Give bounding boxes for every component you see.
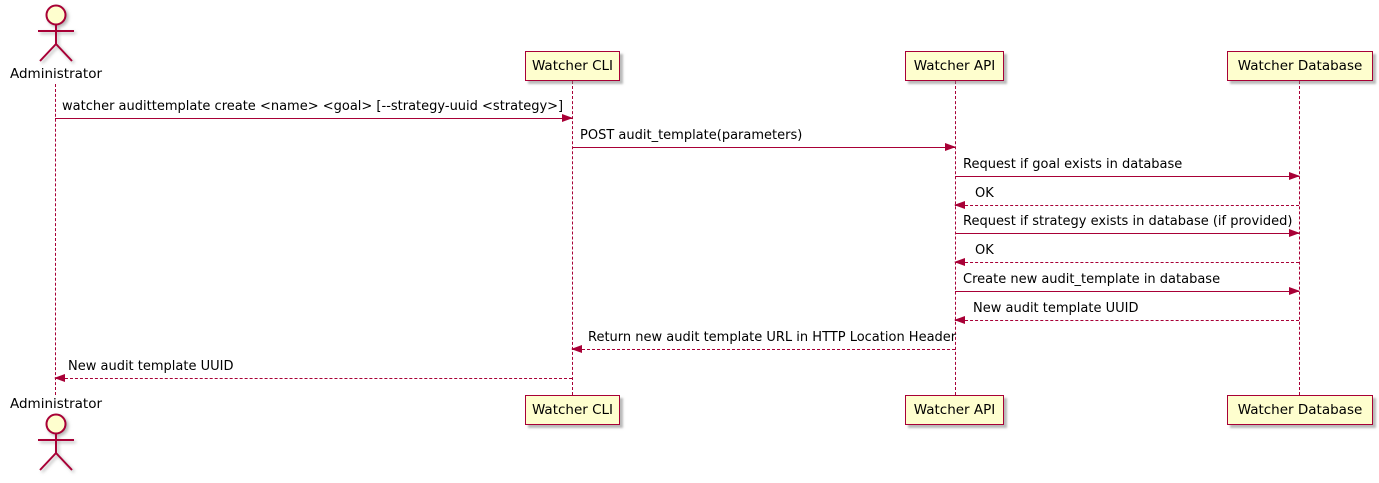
message-label: Create new audit_template in database <box>963 272 1221 287</box>
message-label: New audit template UUID <box>68 359 234 374</box>
arrowhead-right-icon <box>1289 287 1300 295</box>
arrowhead-right-icon <box>562 114 573 122</box>
actor-label-administrator-top: Administrator <box>9 66 103 82</box>
actor-label-administrator-bottom: Administrator <box>9 396 103 412</box>
arrowhead-left-icon <box>54 374 65 382</box>
arrowhead-right-icon <box>1289 172 1300 180</box>
message-7: Create new audit_template in database <box>955 272 1300 298</box>
lifeline-administrator <box>55 84 56 395</box>
message-line <box>955 176 1299 177</box>
participant-watcher-cli-bottom: Watcher CLI <box>525 395 620 425</box>
participant-watcher-cli-top: Watcher CLI <box>525 51 620 81</box>
message-2: POST audit_template(parameters) <box>572 128 956 154</box>
message-label: OK <box>975 243 994 258</box>
lifeline-watcher-database <box>1299 81 1300 395</box>
message-line <box>572 147 955 148</box>
message-6: OK <box>954 243 1299 269</box>
message-3: Request if goal exists in database <box>955 157 1300 183</box>
participant-watcher-api-bottom: Watcher API <box>905 395 1004 425</box>
message-4: OK <box>954 186 1299 212</box>
lifeline-watcher-api <box>955 81 956 395</box>
arrowhead-right-icon <box>1289 229 1300 237</box>
message-line <box>55 118 572 119</box>
arrowhead-right-icon <box>945 143 956 151</box>
message-line <box>55 378 572 379</box>
message-label: OK <box>975 186 994 201</box>
participant-watcher-api-top: Watcher API <box>905 51 1004 81</box>
message-label: New audit template UUID <box>973 301 1139 316</box>
participant-watcher-database-top: Watcher Database <box>1227 51 1373 81</box>
arrowhead-left-icon <box>571 345 582 353</box>
message-line <box>955 291 1299 292</box>
message-8: New audit template UUID <box>954 301 1299 327</box>
message-label: Request if goal exists in database <box>963 157 1183 172</box>
message-1: watcher audittemplate create <name> <goa… <box>55 99 573 125</box>
message-9: Return new audit template URL in HTTP Lo… <box>571 330 957 356</box>
actor-icon-administrator-top <box>38 4 74 62</box>
message-line <box>955 262 1299 263</box>
message-line <box>955 320 1299 321</box>
message-line <box>572 349 955 350</box>
message-10: New audit template UUID <box>54 359 572 385</box>
lifeline-watcher-cli <box>572 81 573 395</box>
message-label: watcher audittemplate create <name> <goa… <box>62 99 564 114</box>
message-line <box>955 233 1299 234</box>
message-5: Request if strategy exists in database (… <box>955 214 1300 240</box>
participant-watcher-database-bottom: Watcher Database <box>1227 395 1373 425</box>
message-label: Request if strategy exists in database (… <box>963 214 1293 229</box>
arrowhead-left-icon <box>954 316 965 324</box>
arrowhead-left-icon <box>954 258 965 266</box>
message-label: Return new audit template URL in HTTP Lo… <box>588 330 957 345</box>
arrowhead-left-icon <box>954 201 965 209</box>
message-line <box>955 205 1299 206</box>
actor-icon-administrator-bottom <box>38 413 74 471</box>
message-label: POST audit_template(parameters) <box>580 128 803 143</box>
